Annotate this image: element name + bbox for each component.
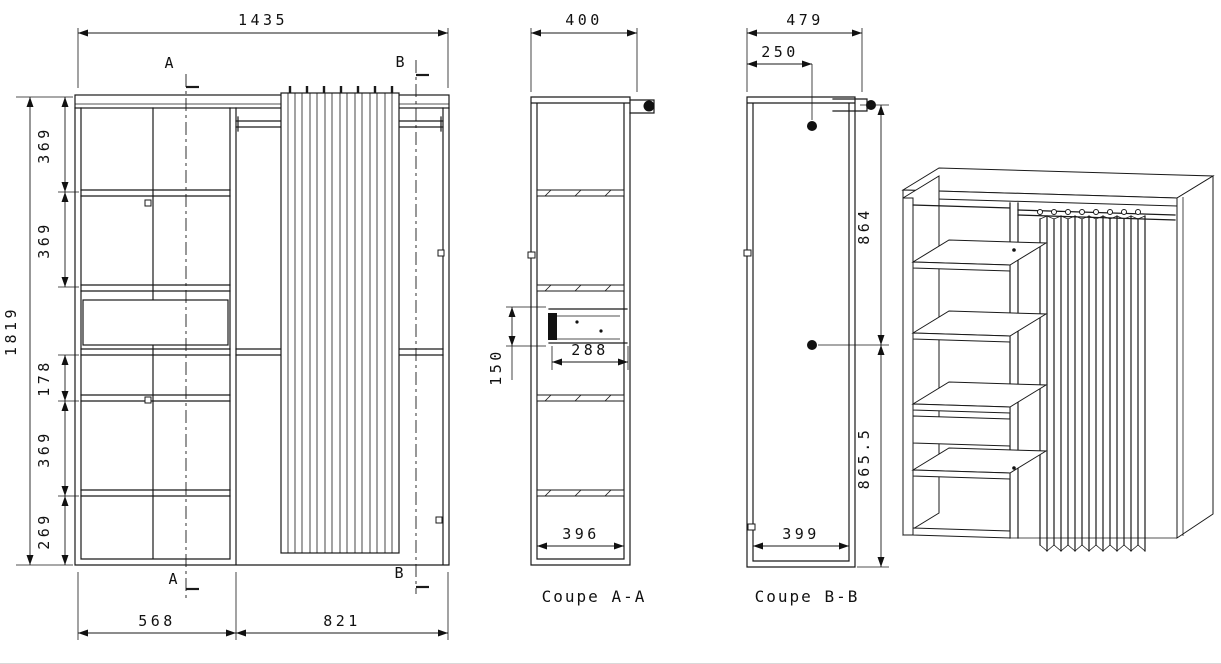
caption-coupe-aa: Coupe A-A — [542, 587, 647, 606]
section-a-label-bottom: A — [168, 570, 177, 588]
front-section-lines: A A B B — [164, 53, 429, 600]
aa-drawer-slide — [548, 308, 628, 344]
shelf-pin — [144, 396, 152, 404]
drawer-front — [82, 299, 229, 346]
section-a-label-top: A — [164, 54, 173, 72]
shelf-lines — [80, 189, 231, 497]
front-view: 1435 1819 369 369 178 369 269 568 821 A … — [2, 11, 450, 640]
bb-pin — [743, 249, 752, 257]
dim-depth-bb: 479 — [786, 11, 824, 29]
dim-inner-depth-bb: 399 — [782, 525, 820, 543]
bb-outline — [746, 96, 856, 568]
dim-chain-4: 269 — [35, 512, 53, 550]
bb-extension-lines — [746, 28, 889, 568]
iso-3d-view — [901, 167, 1215, 552]
aa-extension-lines — [506, 28, 638, 380]
dim-chain-2: 178 — [35, 359, 53, 397]
dim-total-height: 1819 — [2, 306, 20, 356]
section-aa-view: 400 288 150 396 Coupe A-A — [487, 11, 655, 606]
iso-right-panel — [1176, 175, 1214, 539]
dim-depth-aa: 400 — [565, 11, 603, 29]
curtain-hooks — [288, 86, 394, 93]
dim-rail-offset: 250 — [761, 43, 799, 61]
dim-drawer-slide: 288 — [571, 341, 609, 359]
iso-plinth — [912, 527, 1011, 539]
front-dimensions: 1435 1819 369 369 178 369 269 568 821 — [2, 11, 449, 640]
bb-hook-upper — [807, 121, 817, 131]
iso-pin-dot — [1012, 248, 1016, 252]
shelf-pin — [437, 249, 445, 257]
dim-chain-1: 369 — [35, 221, 53, 259]
aa-rail-knob — [643, 100, 655, 112]
aa-outline — [530, 96, 631, 566]
section-b-label-bottom: B — [394, 564, 403, 582]
front-curtain — [280, 86, 400, 554]
dim-lower-height: 865.5 — [855, 427, 873, 490]
caption-coupe-bb: Coupe B-B — [755, 587, 860, 606]
aa-cabinet — [527, 96, 655, 566]
bb-hook-middle — [807, 340, 817, 350]
dim-drawer-height: 150 — [487, 348, 505, 386]
bb-pin — [747, 523, 756, 531]
aa-pin — [527, 251, 536, 259]
iso-curtain-rings — [1037, 209, 1141, 215]
shelf-pin — [435, 516, 443, 524]
dim-upper-height: 864 — [855, 207, 873, 245]
dim-inner-depth-aa: 396 — [562, 525, 600, 543]
dim-bottom-left: 568 — [138, 612, 176, 630]
shelf-pin — [144, 199, 152, 207]
dim-chain-0: 369 — [35, 126, 53, 164]
aa-shelves — [536, 189, 625, 497]
iso-pin-dot — [1012, 466, 1016, 470]
iso-shelves — [911, 239, 1048, 480]
curtain-pleats — [287, 93, 393, 553]
aa-dimensions: 400 288 150 396 — [487, 11, 638, 550]
bb-dimensions: 479 250 864 865.5 399 — [746, 11, 889, 568]
section-bb-view: 479 250 864 865.5 399 Coupe B-B — [743, 11, 889, 606]
dim-total-width: 1435 — [238, 11, 288, 29]
bb-cabinet — [743, 96, 876, 568]
section-b-label-top: B — [395, 53, 404, 71]
dim-chain-3: 369 — [35, 430, 53, 468]
dim-bottom-right: 821 — [323, 612, 361, 630]
iso-drawer-front — [912, 415, 1011, 447]
extension-lines — [16, 28, 449, 640]
iso-curtain — [1037, 209, 1146, 552]
iso-left-panel-front — [902, 197, 914, 536]
aa-slide-block — [548, 313, 557, 340]
